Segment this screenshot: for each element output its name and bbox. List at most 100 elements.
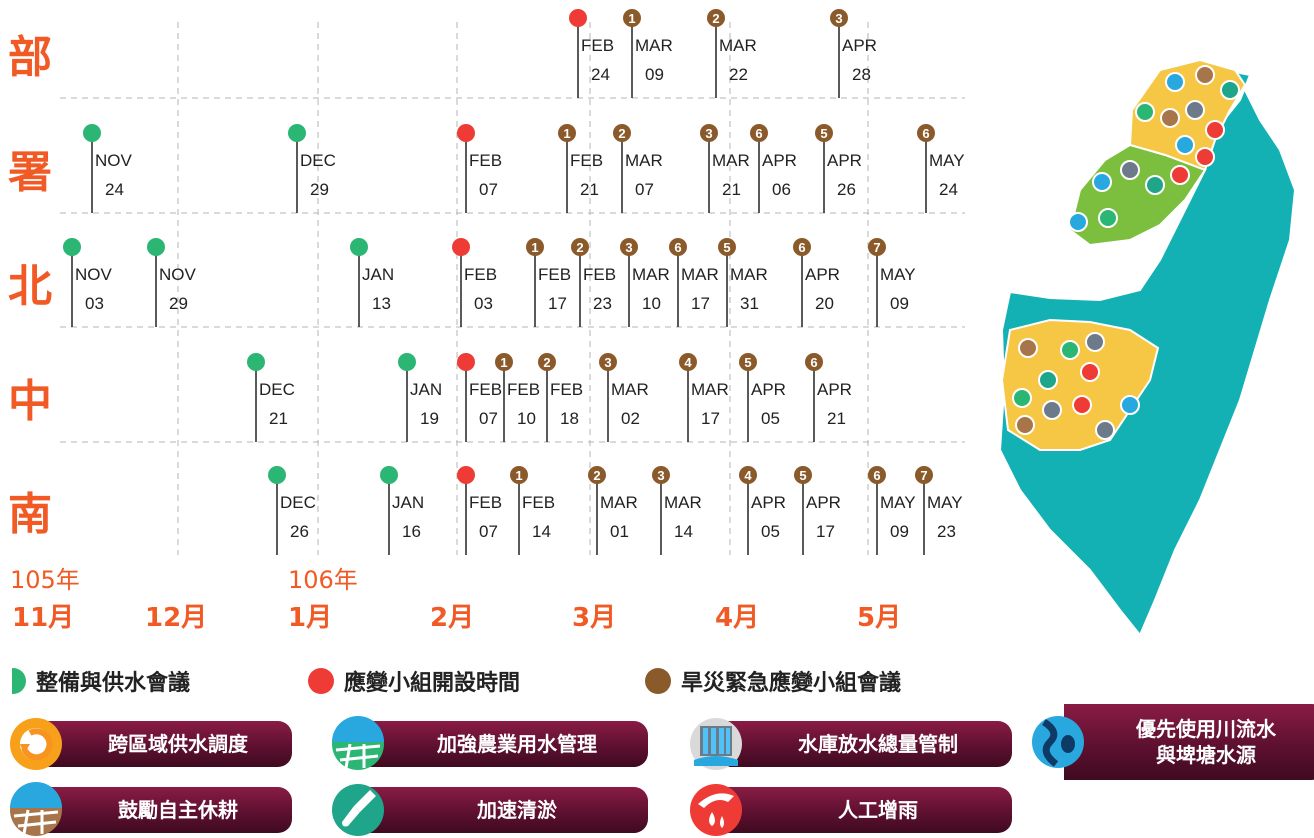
reservoir-dam-icon — [690, 718, 742, 770]
brown-dot — [623, 9, 641, 27]
event-month: MAY — [929, 151, 965, 170]
green-dot — [288, 124, 306, 142]
brown-dot — [679, 353, 697, 371]
event-day: 09 — [890, 522, 909, 541]
event-month: MAR — [681, 265, 719, 284]
brown-dot — [794, 466, 812, 484]
legend-red-label: 應變小組開設時間 — [344, 671, 521, 696]
farm-field-icon — [332, 716, 384, 770]
measure-fallow: 鼓勵自主休耕 — [8, 782, 292, 838]
event-month: MAR — [611, 380, 649, 399]
map-farm-icon — [1012, 388, 1032, 408]
brown-dot — [707, 9, 725, 27]
artificial-rain-icon — [690, 784, 742, 836]
event-number: 5 — [820, 126, 827, 141]
measure-agri-label: 加強農業用水管理 — [364, 721, 648, 767]
event-day: 07 — [479, 522, 498, 541]
map-farm-icon — [1120, 395, 1140, 415]
map-reservoir-icon — [1085, 332, 1105, 352]
map-fallow-icon — [1015, 415, 1035, 435]
event-number: 6 — [922, 126, 929, 141]
red-dot — [569, 9, 587, 27]
event-day: 23 — [593, 294, 612, 313]
map-rain-icon — [1205, 120, 1225, 140]
event-number: 6 — [798, 240, 805, 255]
event-month: APR — [817, 380, 852, 399]
event-day: 16 — [402, 522, 421, 541]
brown-dot — [815, 124, 833, 142]
measure-rain-label: 人工增雨 — [722, 787, 1012, 833]
brown-dot — [669, 238, 687, 256]
event-day: 28 — [852, 65, 871, 84]
measure-cross-region-label: 跨區域供水調度 — [42, 721, 292, 767]
event-day: 09 — [645, 65, 664, 84]
event-number: 2 — [576, 240, 583, 255]
event-month: APR — [762, 151, 797, 170]
event-day: 29 — [169, 294, 188, 313]
map-shovel-icon — [1220, 80, 1240, 100]
event-month: APR — [751, 493, 786, 512]
event-number: 7 — [920, 468, 927, 483]
event-number: 2 — [618, 126, 625, 141]
legend-green-label: 整備與供水會議 — [36, 671, 191, 696]
event-month: MAR — [719, 36, 757, 55]
fallow-field-icon — [10, 782, 62, 836]
event-day: 17 — [691, 294, 710, 313]
event-number: 5 — [799, 468, 806, 483]
row-label: 北 — [8, 261, 52, 312]
brown-dot — [588, 466, 606, 484]
row-label: 中 — [8, 376, 52, 427]
event-month: MAR — [664, 493, 702, 512]
event-number: 4 — [744, 468, 752, 483]
map-shovel-icon — [1038, 370, 1058, 390]
event-month: NOV — [75, 265, 113, 284]
event-day: 07 — [479, 409, 498, 428]
event-day: 13 — [372, 294, 391, 313]
event-day: 10 — [517, 409, 536, 428]
event-day: 06 — [772, 180, 791, 199]
measure-fallow-label: 鼓勵自主休耕 — [42, 787, 292, 833]
measure-rain: 人工增雨 — [688, 782, 1012, 838]
brown-dot-icon — [645, 668, 671, 694]
measure-river-line2: 與埤塘水源 — [1156, 743, 1256, 767]
map-markers — [1012, 65, 1240, 440]
event-month: JAN — [392, 493, 424, 512]
event-month: NOV — [95, 151, 133, 170]
measure-cross-region: 跨區域供水調度 — [8, 716, 292, 772]
event-number: 1 — [531, 240, 538, 255]
row-label: 部 — [8, 32, 52, 83]
red-dot — [457, 466, 475, 484]
measure-reservoir: 水庫放水總量管制 — [688, 716, 1012, 772]
event-day: 31 — [740, 294, 759, 313]
brown-dot — [652, 466, 670, 484]
event-day: 01 — [610, 522, 629, 541]
event-month: FEB — [550, 380, 583, 399]
measure-river: 優先使用川流水 與埤塘水源 — [1030, 704, 1314, 780]
event-number: 2 — [593, 468, 600, 483]
event-month: JAN — [410, 380, 442, 399]
measure-river-line1: 優先使用川流水 — [1136, 717, 1276, 741]
event-month: APR — [805, 265, 840, 284]
event-day: 24 — [591, 65, 610, 84]
event-month: FEB — [507, 380, 540, 399]
brown-dot — [558, 124, 576, 142]
brown-dot — [571, 238, 589, 256]
legend-brown: 旱災緊急應變小組會議 — [645, 665, 901, 697]
brown-dot — [599, 353, 617, 371]
measure-dredge-label: 加速清淤 — [364, 787, 648, 833]
